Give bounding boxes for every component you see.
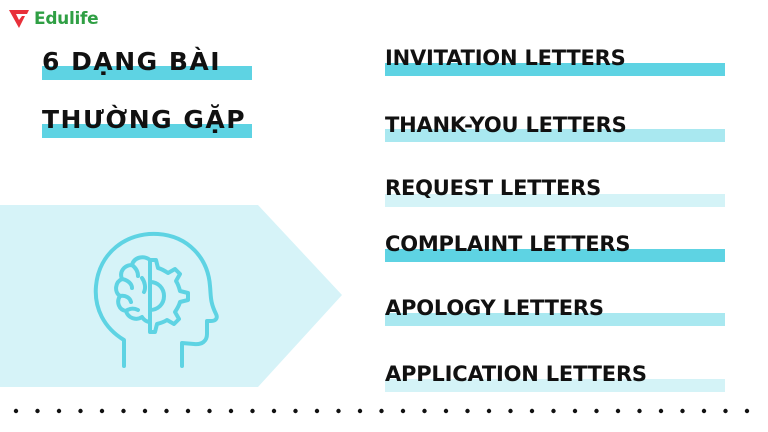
letter-item-complaint: COMPLAINT LETTERS	[385, 232, 725, 266]
letter-bar	[385, 129, 725, 142]
page-title-line-2: THƯỜNG GẶP	[42, 105, 252, 138]
letter-bar	[385, 194, 725, 207]
letter-item-request: REQUEST LETTERS	[385, 176, 725, 210]
letter-bar	[385, 249, 725, 262]
brand-logo: Edulife	[8, 8, 99, 30]
letter-item-apology: APOLOGY LETTERS	[385, 296, 725, 330]
letter-item-thank-you: THANK-YOU LETTERS	[385, 113, 725, 147]
title-highlight	[42, 124, 252, 138]
letter-bar	[385, 379, 725, 392]
letter-bar	[385, 63, 725, 76]
shield-v-icon	[9, 10, 29, 28]
page-title-line-1: 6 DẠNG BÀI	[42, 47, 252, 80]
letter-bar	[385, 313, 725, 326]
letter-item-invitation: INVITATION LETTERS	[385, 46, 725, 80]
title-highlight	[42, 66, 252, 80]
letter-item-application: APPLICATION LETTERS	[385, 362, 725, 396]
dotted-divider	[13, 408, 750, 414]
brand-name: Edulife	[34, 9, 99, 29]
brain-gear-head-icon	[93, 231, 219, 368]
arrow-shape	[0, 205, 342, 387]
